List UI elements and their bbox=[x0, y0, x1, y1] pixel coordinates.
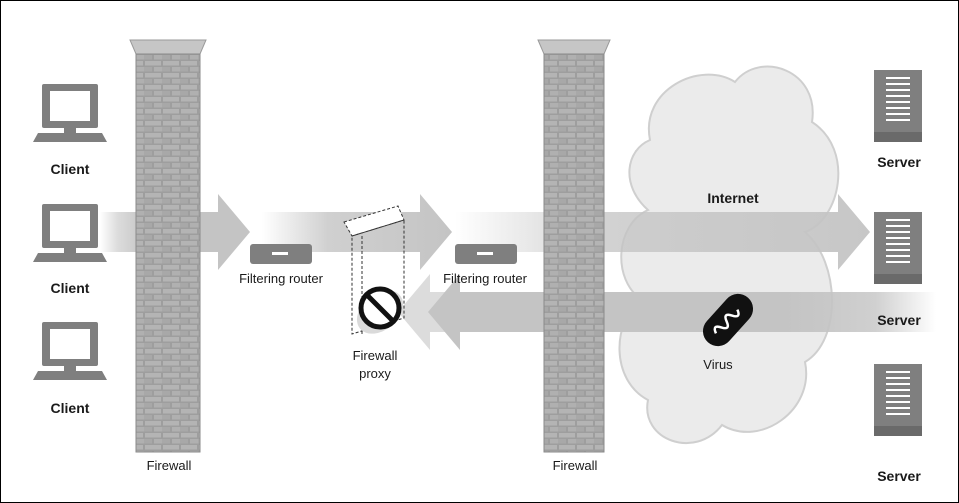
firewall-label: Firewall bbox=[553, 458, 598, 473]
firewall-proxy-label: proxy bbox=[359, 366, 391, 381]
server-label: Server bbox=[877, 154, 921, 170]
firewall-label: Firewall bbox=[147, 458, 192, 473]
blocked-icon bbox=[356, 286, 404, 334]
client-computer-icon bbox=[33, 84, 107, 142]
internet-cloud bbox=[618, 65, 840, 444]
firewall-right bbox=[537, 39, 611, 453]
internet-label: Internet bbox=[707, 190, 759, 206]
server-icon bbox=[873, 363, 923, 437]
firewall-left bbox=[129, 39, 207, 453]
filtering-router-label: Filtering router bbox=[239, 271, 323, 286]
client-label: Client bbox=[51, 161, 90, 177]
client-label: Client bbox=[51, 400, 90, 416]
filtering-router-label: Filtering router bbox=[443, 271, 527, 286]
inbound-arrow-blocked bbox=[398, 274, 470, 350]
client-label: Client bbox=[51, 280, 90, 296]
client-computer-icon bbox=[33, 204, 107, 262]
server-icon bbox=[873, 211, 923, 285]
filtering-router-icon bbox=[455, 244, 517, 264]
virus-label: Virus bbox=[703, 357, 733, 372]
server-label: Server bbox=[877, 468, 921, 484]
filtering-router-icon bbox=[250, 244, 312, 264]
server-icon bbox=[873, 69, 923, 143]
server-label: Server bbox=[877, 312, 921, 328]
virus-icon bbox=[702, 293, 754, 347]
client-computer-icon bbox=[33, 322, 107, 380]
firewall-proxy-label: Firewall bbox=[353, 348, 398, 363]
